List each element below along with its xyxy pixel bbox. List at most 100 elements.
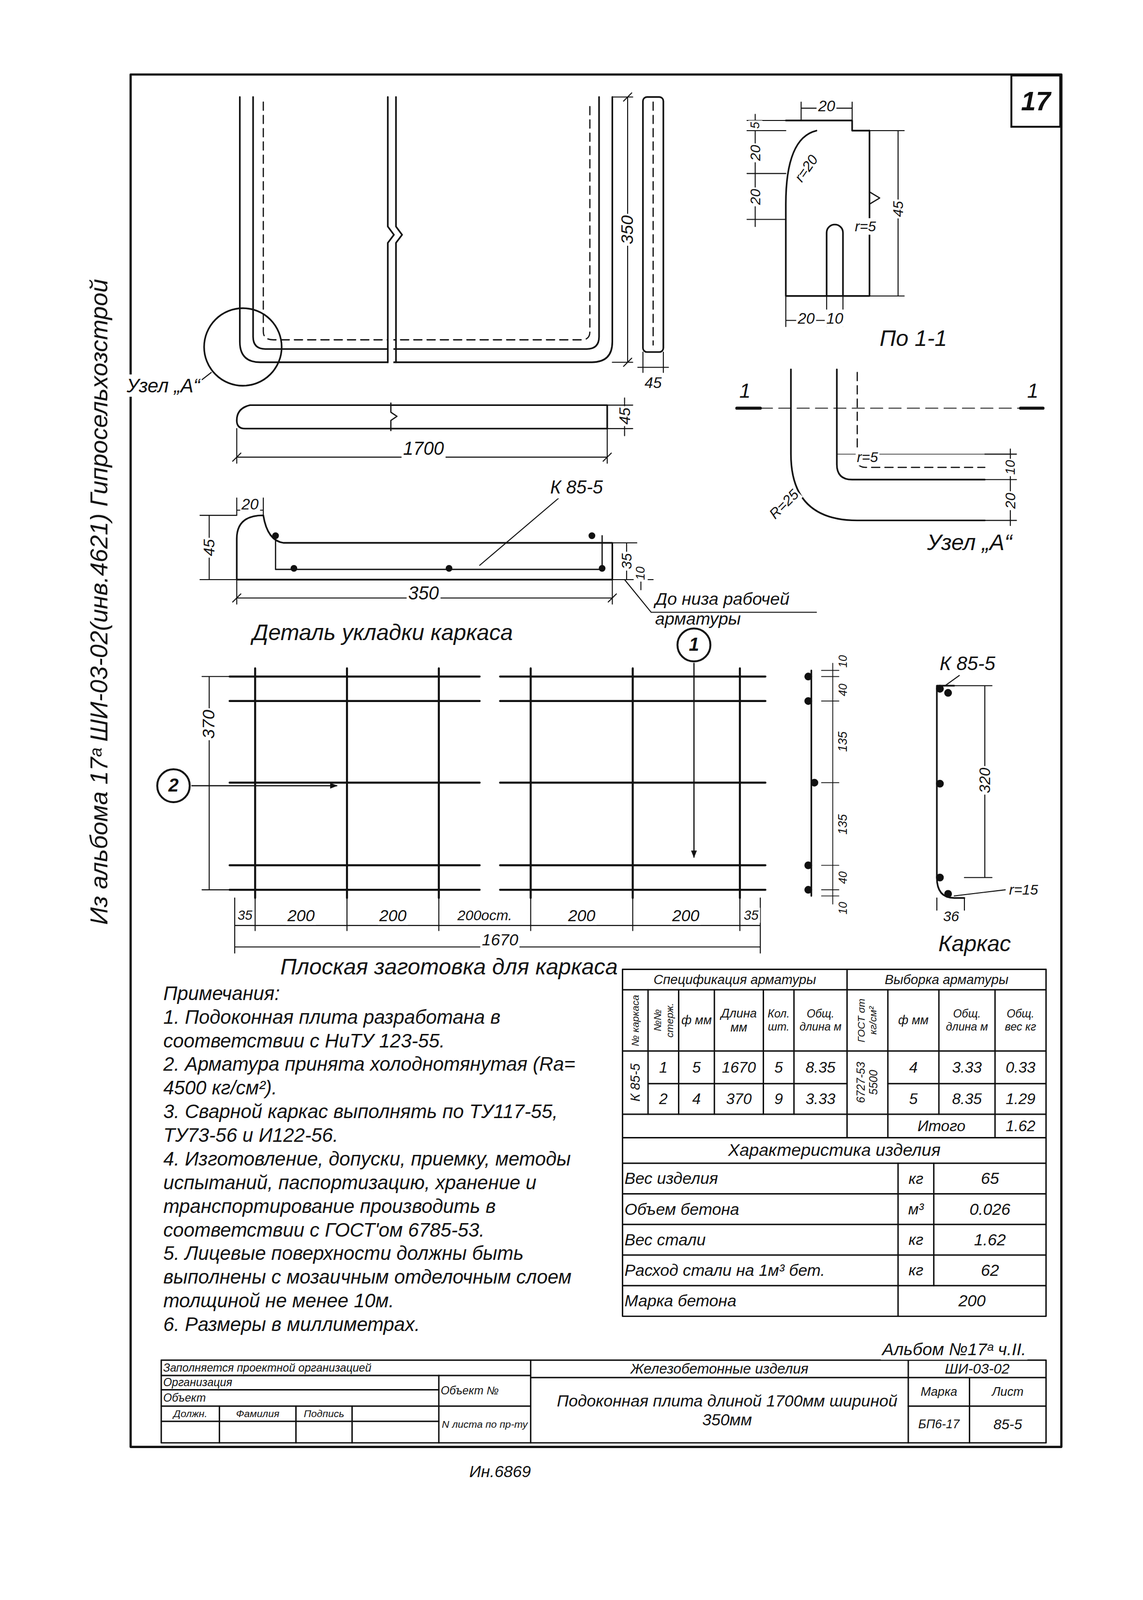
table-cell: Фамилия [219, 1406, 296, 1422]
dimension-label: r=5 [853, 218, 878, 235]
table-cell: БП6-17 [908, 1406, 970, 1444]
table-cell: Марка [908, 1377, 970, 1407]
table-cell: Объем бетона [622, 1193, 898, 1225]
table-cell: Заполняется проектной организацией [161, 1360, 531, 1376]
profile-section [747, 102, 905, 327]
dimension-label: 5 [748, 120, 763, 131]
dimension-label: Каркас [936, 931, 1013, 957]
dimension-label: 1670 [480, 930, 520, 950]
table-cell: № каркаса [622, 990, 648, 1052]
table-cell: 1670 [714, 1051, 764, 1084]
dimension-label: 10 [633, 565, 648, 582]
note-text: 6. Размеры в миллиметрах. [163, 1312, 615, 1337]
table-cell: кг [898, 1163, 934, 1194]
table-cell: Выборка арматуры [846, 969, 1046, 990]
characteristic-table-grid [622, 1138, 1046, 1317]
table-cell: К 85-5 [622, 1051, 648, 1115]
dimension-label: Альбом №17ᵃ ч.II. [880, 1339, 1028, 1360]
dimension-label: Плоская заготовка для каркаса [278, 954, 619, 981]
dimension-label: 1 [1025, 378, 1040, 403]
table-cell: 1 [647, 1051, 679, 1084]
dimension-label: r=5 [855, 449, 880, 466]
spec-table-grid [622, 969, 1046, 1139]
table-cell: 1.29 [994, 1083, 1046, 1115]
dimension-label: По 1-1 [878, 325, 949, 352]
dimension-label: 350 [617, 213, 638, 246]
node-a-detail [736, 369, 1044, 527]
dimension-label: 20 [747, 143, 764, 163]
table-cell: 1.62 [933, 1224, 1047, 1256]
dimension-label: 40 [836, 870, 850, 886]
table-cell: м³ [898, 1193, 934, 1225]
note-text: 4. Изготовление, допуски, приемку, метод… [163, 1147, 615, 1243]
table-cell: 3.33 [938, 1051, 995, 1084]
table-cell: Подоконная плита длиной 1700мм шириной 3… [551, 1377, 904, 1444]
dimension-label: 20 [240, 495, 260, 513]
table-cell: Вес изделия [622, 1163, 898, 1194]
dimension-label: 200 [566, 905, 597, 925]
dimension-label: 10 [1002, 458, 1019, 477]
dimension-label: 35 [742, 907, 760, 924]
dimension-label: 45 [615, 406, 633, 427]
table-cell: 5 [763, 1051, 794, 1084]
dimension-label: К 85-5 [548, 477, 605, 499]
callout-circle: 2 [156, 768, 192, 804]
dimension-label: К 85-5 [938, 652, 997, 675]
table-cell: 62 [933, 1255, 1047, 1286]
table-cell: 65 [933, 1163, 1047, 1194]
dimension-label: R=25 [764, 484, 803, 524]
dimension-label: 350 [406, 583, 441, 605]
table-cell: Общ. длина м [938, 990, 995, 1052]
dimension-label: Ин.6869 [467, 1462, 533, 1482]
table-cell: 4 [887, 1051, 939, 1084]
dimension-label: 135 [835, 730, 850, 754]
dimension-label: 10 [825, 309, 845, 328]
dimension-label: 20 [816, 97, 837, 115]
sheet-number-box: 17 [1010, 74, 1062, 128]
dimension-label: 45 [643, 374, 663, 392]
table-cell: 0.33 [994, 1051, 1046, 1084]
plan-view [202, 92, 669, 386]
table-cell: кг [898, 1255, 934, 1286]
table-cell: 5 [678, 1051, 715, 1084]
dimension-label: 200 [377, 905, 408, 925]
table-cell: 1.62 [994, 1114, 1046, 1139]
dimension-label: 35 [236, 907, 254, 924]
note-text: Примечания: [163, 981, 615, 1006]
sheet-frame [130, 74, 1062, 1448]
table-cell: Характеристика изделия [622, 1137, 1046, 1164]
table-cell: Объект № [438, 1375, 531, 1407]
table-cell: 6727-53 5500 [846, 1051, 888, 1115]
note-text: 1. Подоконная плита разработана в соотве… [163, 1005, 615, 1053]
dimension-label: 320 [976, 766, 994, 796]
table-cell: 3.33 [794, 1083, 848, 1115]
table-cell: ф мм [678, 990, 715, 1052]
table-cell: 4 [678, 1083, 715, 1115]
note-text: 2. Арматура принята холоднотянутая (Rа= … [163, 1052, 615, 1100]
table-cell: Марка бетона [622, 1285, 898, 1317]
dimension-label: r=20 [790, 150, 823, 186]
table-cell: 0.026 [933, 1193, 1047, 1225]
elevation-view [232, 398, 633, 464]
table-cell: До низа рабочей арматуры [653, 583, 822, 635]
dimension-label: 45 [889, 199, 907, 219]
table-cell: Железобетонные изделия [530, 1360, 909, 1378]
dimension-label: 10 [836, 900, 850, 917]
dimension-label: Узел „А“ [125, 374, 202, 397]
node-text: 1 [689, 634, 700, 656]
dimension-label: Из альбома 17ᵃ ШИ-03-02(инв.4621) Гипрос… [84, 277, 113, 927]
cage-section [805, 663, 1006, 911]
table-cell: Лист [969, 1377, 1046, 1407]
table-cell: Объект [161, 1389, 439, 1407]
dimension-label: 36 [941, 908, 961, 925]
dimension-label: 20 [747, 187, 764, 207]
dimension-label: 20 [1002, 491, 1019, 511]
dimension-label: 20 [796, 309, 816, 328]
node-text: 17 [1021, 85, 1051, 117]
dimension-label: 135 [835, 812, 850, 837]
table-cell: 8.35 [794, 1051, 848, 1084]
table-cell: ШИ-03-02 [908, 1360, 1047, 1378]
table-cell: кг [898, 1224, 934, 1256]
title-block-grid [161, 1360, 1046, 1444]
note-text: 5. Лицевые поверхности должны быть выпол… [163, 1241, 615, 1313]
